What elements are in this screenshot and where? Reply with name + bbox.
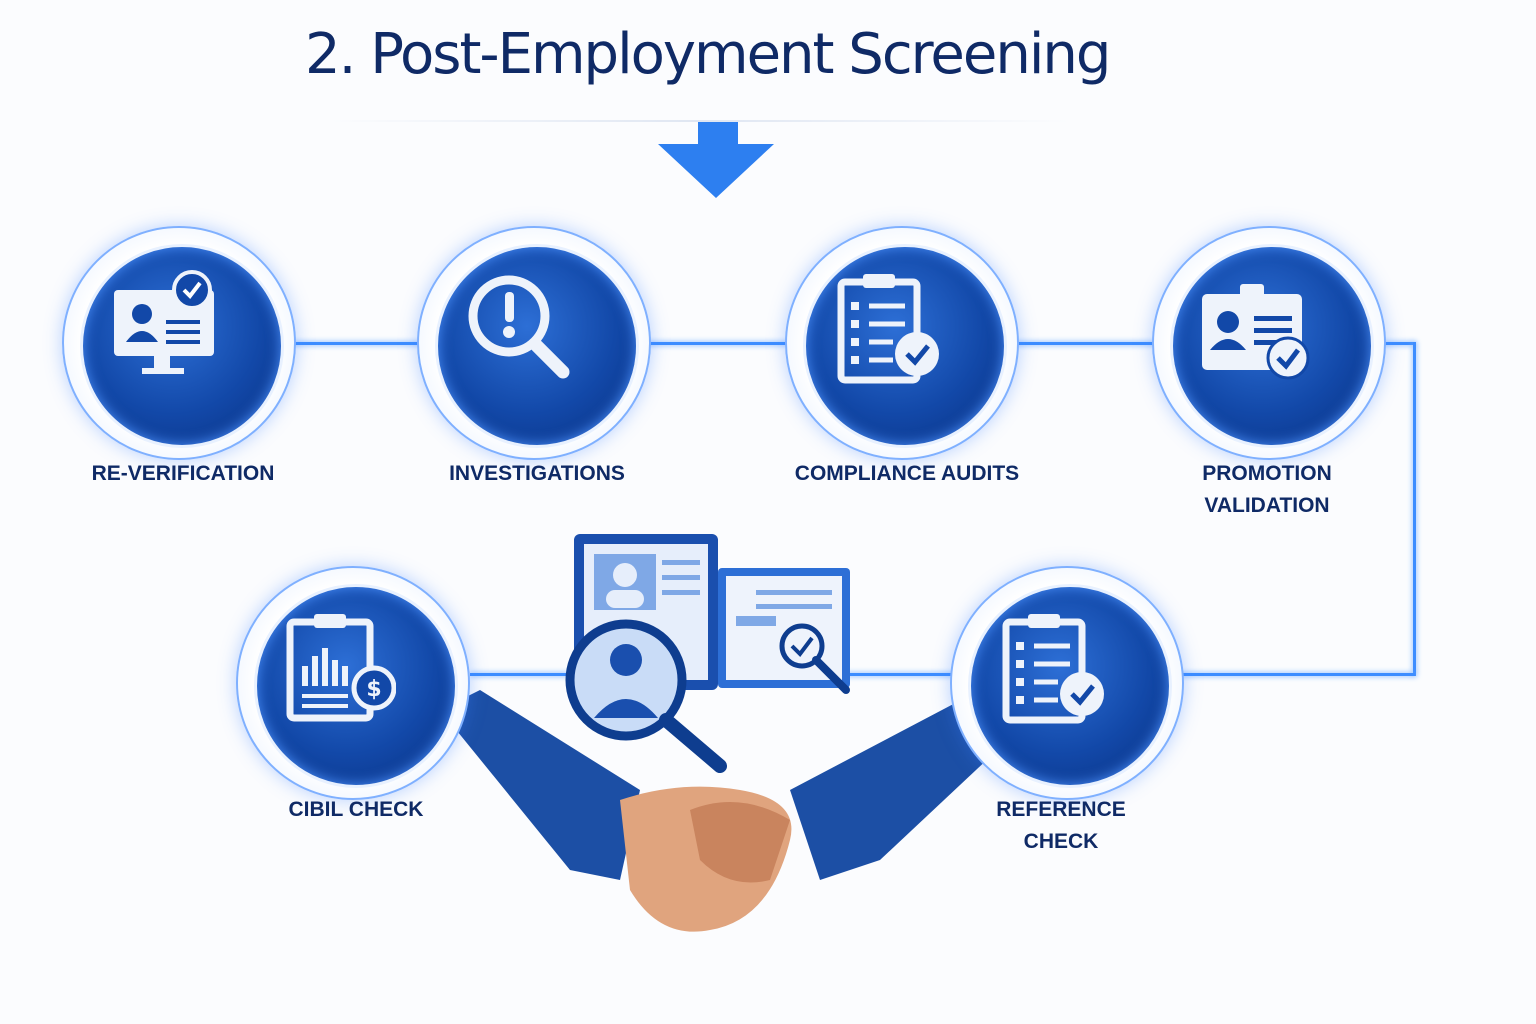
clipboard-check-icon [837, 274, 939, 384]
step-label-promotion-validation: PROMOTION VALIDATION [1117, 458, 1417, 522]
report-dollar-icon: $ [286, 614, 396, 722]
step-cibil-check[interactable]: $ [236, 566, 470, 800]
step-label-re-verification: RE-VERIFICATION [91, 462, 275, 485]
id-card-check-icon [1202, 284, 1310, 380]
step-label-reference-check: REFERENCE CHECK [911, 794, 1211, 858]
step-label-compliance-audits: COMPLIANCE AUDITS [794, 462, 1020, 485]
clipboard-check-icon [1002, 614, 1104, 724]
label-line: REFERENCE [996, 798, 1126, 821]
down-arrow-icon [658, 122, 774, 198]
step-re-verification[interactable] [62, 226, 296, 460]
connector-bottom [470, 673, 1415, 676]
label-line: PROMOTION [1202, 462, 1332, 485]
step-promotion-validation[interactable] [1152, 226, 1386, 460]
label-line: VALIDATION [1204, 494, 1330, 517]
document-search-illustration [565, 534, 850, 773]
step-reference-check[interactable] [950, 566, 1184, 800]
step-compliance-audits[interactable] [785, 226, 1019, 460]
magnifier-exclamation-icon [468, 275, 570, 379]
step-label-investigations: INVESTIGATIONS [449, 462, 625, 485]
page-title: 2. Post-Employment Screening [305, 22, 1111, 87]
connector-right [1413, 342, 1416, 676]
title-divider [330, 120, 1070, 122]
label-line: CHECK [1023, 830, 1099, 853]
step-investigations[interactable] [417, 226, 651, 460]
monitor-profile-check-icon [114, 270, 214, 374]
step-label-cibil-check: CIBIL CHECK [288, 798, 424, 821]
svg-text:$: $ [366, 677, 381, 702]
